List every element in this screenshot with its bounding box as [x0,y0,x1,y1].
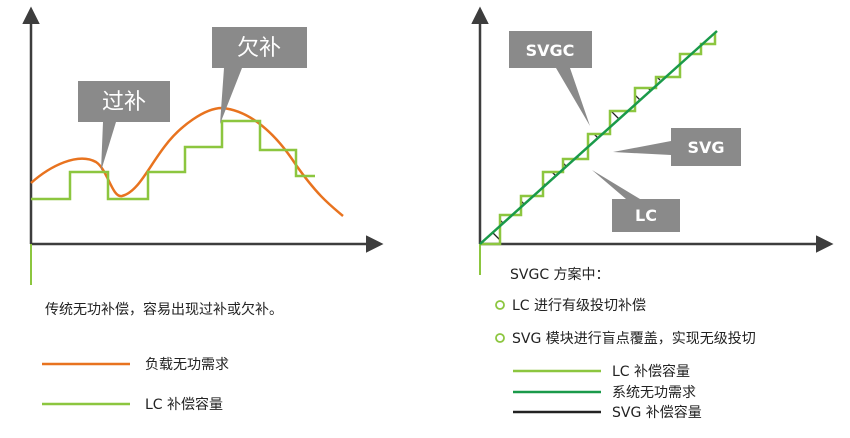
undercompensation-callout: 欠补 [212,27,307,124]
svg-callout: SVG [613,128,741,166]
lc-callout: LC [592,170,680,232]
left-caption: 传统无功补偿，容易出现过补或欠补。 [45,301,283,318]
system-reactive-demand-line [479,30,718,245]
svgc-label: SVGC [526,41,575,60]
legend-svg-label: SVG 补偿容量 [612,404,702,421]
bullet-svg-stepless-coverage: SVG 模块进行盲点覆盖，实现无级投切 [512,330,756,347]
lc-compensation-step-line [31,119,315,201]
bullet-lc-stepped-switching: LC 进行有级投切补偿 [512,298,646,314]
legend-lc-label: LC 补偿容量 [145,396,223,413]
legend-demand-label: 负载无功需求 [145,357,229,373]
lc-label: LC [635,206,657,225]
right-legend: LC 补偿容量 系统无功需求 SVG 补偿容量 [513,363,702,421]
right-lc-step-line [480,33,717,246]
legend-system-demand-label: 系统无功需求 [612,385,696,401]
bullet-marker [495,300,505,310]
svg-label: SVG [687,138,724,157]
scheme-bullet-list: LC 进行有级投切补偿 SVG 模块进行盲点覆盖，实现无级投切 [495,298,756,347]
svg-compensation-hatch [480,33,715,244]
scheme-title: SVGC 方案中： [510,266,610,283]
undercompensation-label: 欠补 [237,36,281,61]
overcompensation-callout: 过补 [78,81,170,171]
right-chart: SVGC SVG LC [471,6,834,275]
legend-lc-label: LC 补偿容量 [612,363,690,380]
svgc-callout: SVGC [509,31,592,126]
left-chart: 过补 欠补 [22,6,384,285]
bullet-marker [495,333,505,343]
overcompensation-label: 过补 [102,90,146,115]
left-legend: 负载无功需求 LC 补偿容量 [42,357,229,413]
